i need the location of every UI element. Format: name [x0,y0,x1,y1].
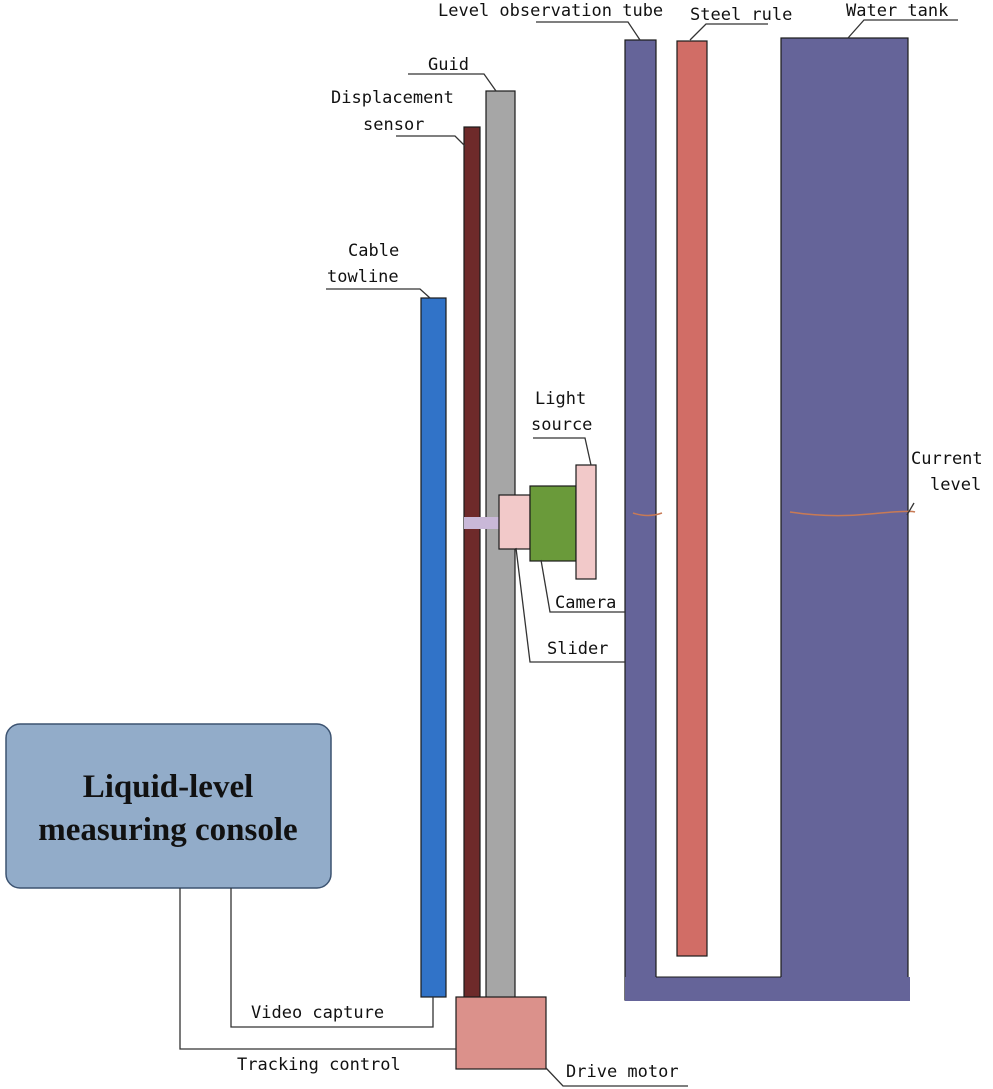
slider-leader [515,547,625,663]
camera [529,485,577,562]
light-source [575,464,597,580]
label-light-source-line1: Light [535,389,586,409]
level-observation-tube [624,39,657,1001]
label-displacement-sensor-line1: Displacement [331,88,454,108]
drive-motor [455,996,547,1070]
label-level-observation-tube: Level observation tube [438,1,663,21]
console-title-line1: Liquid-level [83,769,254,805]
label-current-level-line1: Current [911,449,983,469]
slider [498,494,531,550]
label-water-tank: Water tank [846,1,948,21]
steel-rule-leader [689,23,768,41]
water-level-line-tank [789,510,916,517]
water-tank [780,37,909,1001]
water-level-line-tube [632,512,663,517]
label-cable-towline-line2: towline [327,267,399,287]
label-tracking-control: Tracking control [237,1055,401,1075]
current-level-leader [906,502,915,516]
label-guid: Guid [428,55,469,75]
camera-leader [540,559,625,613]
label-video-capture: Video capture [251,1003,384,1023]
displacement-sensor-leader [396,135,466,147]
label-steel-rule: Steel rule [690,5,792,25]
water-tank-assembly [624,37,910,1001]
label-displacement-sensor-line2: sensor [363,115,424,135]
water-tank-leader [847,19,958,39]
displacement-sensor [463,126,481,1001]
label-light-source-line2: source [531,415,592,435]
sensor-connector [464,517,500,529]
steel-rule [676,40,708,957]
console-title-line2: measuring console [38,812,297,848]
label-camera: Camera [555,593,616,613]
cable-towline [420,297,447,998]
light-source-leader [533,437,592,466]
label-slider: Slider [547,639,608,659]
label-current-level-line2: level [930,475,981,495]
measuring-console [5,723,332,889]
cable-towline-leader [326,288,431,299]
label-drive-motor: Drive motor [566,1062,679,1082]
drive-motor-leader [545,1067,688,1087]
label-cable-towline-line1: Cable [348,241,399,261]
tracking-control-wire [179,888,456,1050]
video-capture-wire [230,888,434,1028]
tank-bottom [625,977,910,1001]
guid-leader [408,73,497,92]
level-tube-leader [536,21,641,41]
